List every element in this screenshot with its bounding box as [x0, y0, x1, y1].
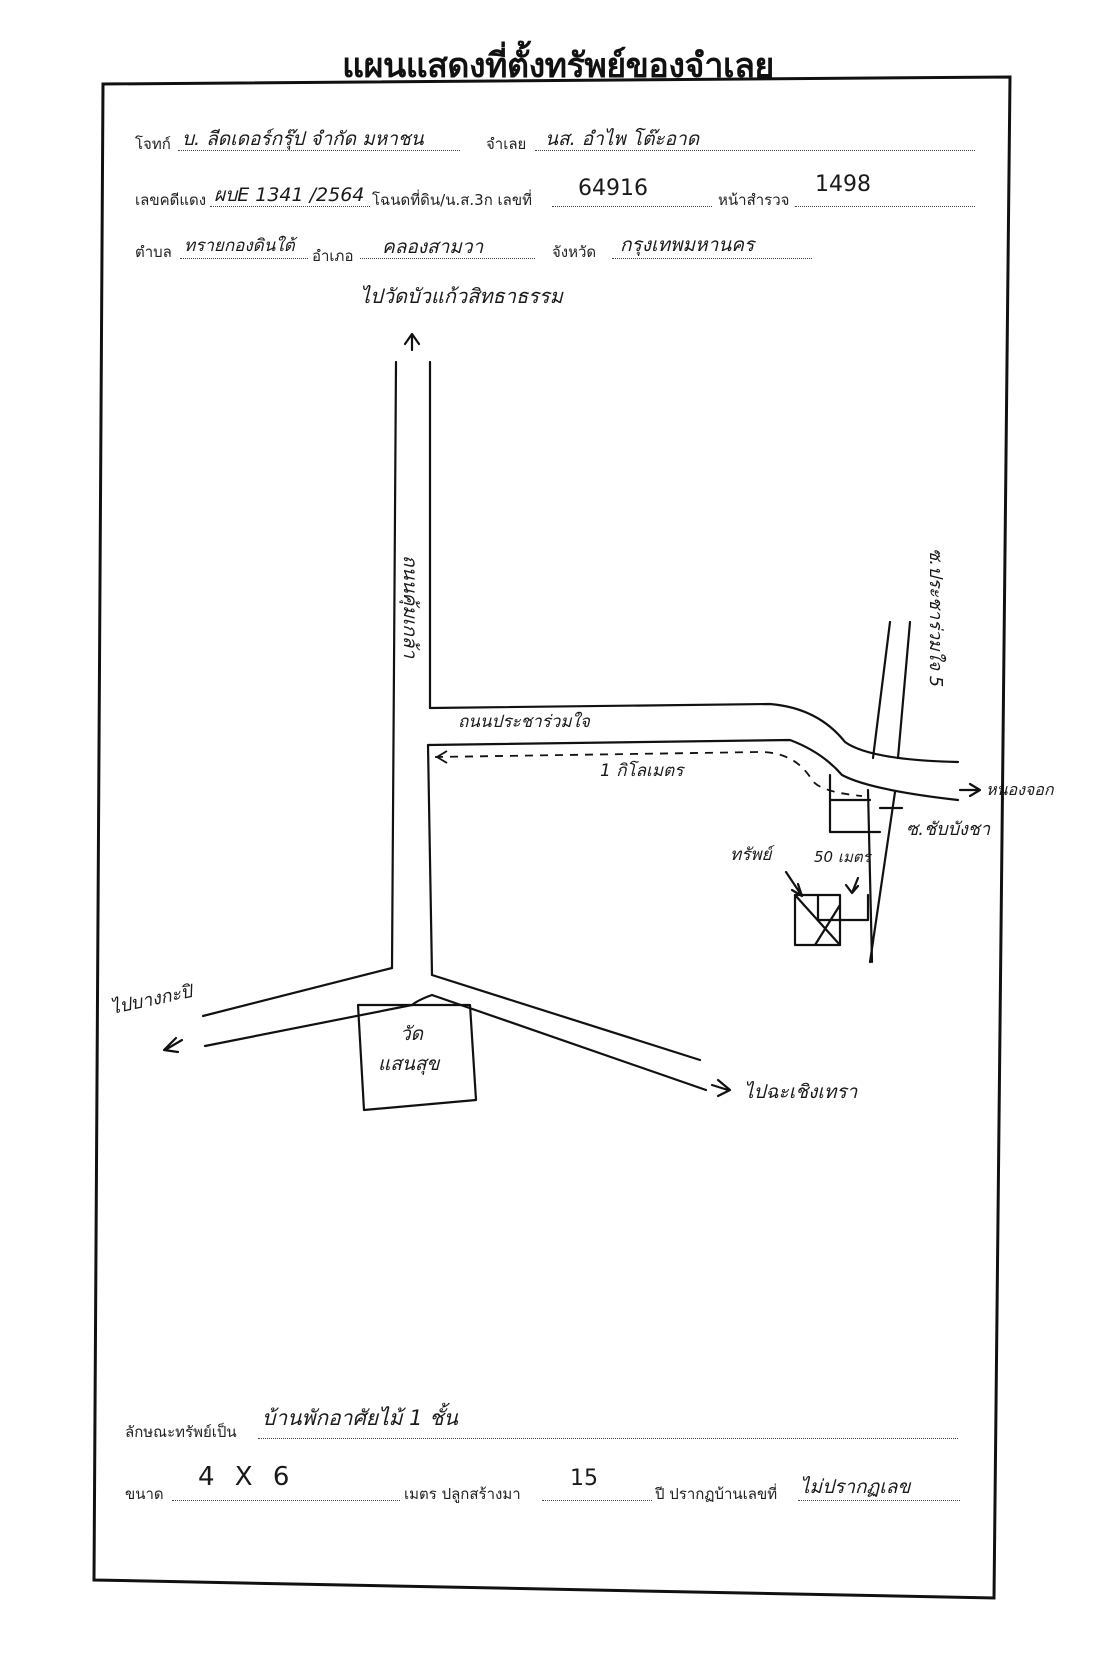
meters-arrow: [844, 876, 860, 895]
north-road-label: ไปวัดบัวแก้วสิทธาธรรม: [360, 284, 565, 308]
vertical-road-label: ถนนคุ้มเกล้า: [399, 555, 421, 659]
soi-right-edge-upper: [896, 620, 912, 760]
size-value: 4 X 6: [198, 1462, 296, 1492]
south-road-label: ไปฉะเชิงเทรา: [744, 1080, 859, 1103]
subdistrict-value: ทรายกองดินใต้: [184, 236, 295, 256]
survey-label: หน้าสำรวจ: [718, 191, 790, 209]
size-dots: [172, 1500, 400, 1501]
main-road-left-edge: [390, 360, 398, 970]
property-label: ทรัพย์: [730, 845, 776, 865]
case-dots: [210, 206, 370, 207]
temple-plot: [356, 1003, 478, 1112]
survey-value: 1498: [815, 172, 871, 197]
house-number-dots: [798, 1500, 960, 1501]
east-arrow: [958, 782, 982, 798]
district-value: คลองสามวา: [382, 236, 484, 258]
east-road-top-edge: [428, 702, 960, 764]
years-dots: [542, 1500, 652, 1501]
south-arrow: [710, 1078, 732, 1098]
house-number-label: ปี ปรากฏบ้านเลขที่: [655, 1485, 778, 1503]
property-type-dots: [258, 1438, 958, 1439]
case-label: เลขคดีแดง: [135, 191, 207, 209]
soi-left-edge-lower: [866, 788, 874, 964]
distance-arrowhead: [435, 750, 448, 764]
soi-left-edge-upper: [871, 620, 892, 760]
soi-label: ซ.ชับบังชา: [906, 819, 991, 840]
subdistrict-label: ตำบล: [135, 243, 172, 261]
east-road-bottom-edge: [426, 738, 960, 802]
defendant-value: นส. อำไพ โต๊ะอาด: [545, 128, 700, 150]
survey-dots: [795, 206, 975, 207]
plaintiff-value: บ. ลีดเดอร์กรุ๊ป จำกัด มหาชน: [182, 128, 424, 150]
house-number-value: ไม่ปรากฏเลข: [800, 1476, 911, 1498]
south-road-bottom-edge: [430, 993, 708, 1092]
case-value: ผบE 1341 /2564: [214, 184, 365, 206]
plaintiff-dots: [178, 150, 460, 151]
frame-border: [92, 75, 1012, 1600]
soi-right-edge-lower: [868, 790, 897, 964]
meters-label: 50 เมตร: [814, 848, 873, 866]
subdistrict-dots: [180, 258, 308, 259]
built-meters-label: เมตร ปลูกสร้างมา: [404, 1485, 521, 1503]
defendant-dots: [535, 150, 975, 151]
temple-label-line1: วัด: [400, 1023, 425, 1045]
east-road-label: ถนนประชาร่วมใจ: [458, 711, 591, 732]
property-plot-outline: [828, 773, 882, 834]
west-arrow: [162, 1036, 184, 1054]
property-building-annex: [816, 893, 870, 922]
district-dots: [360, 258, 535, 259]
property-type-label: ลักษณะทรัพย์เป็น: [125, 1423, 237, 1441]
west-road-label: ไปบางกะปิ: [108, 980, 196, 1019]
deed-value: 64916: [578, 176, 648, 201]
main-road-right-edge-lower: [426, 743, 434, 977]
east-direction-label: หนองจอก: [986, 780, 1055, 799]
temple-label-line2: แสนสุข: [378, 1053, 440, 1075]
distance-label: 1 กิโลเมตร: [600, 760, 685, 781]
deed-label: โฉนดที่ดิน/น.ส.3ก เลขที่: [372, 191, 533, 209]
north-arrow: [403, 332, 421, 352]
west-road-top-edge: [201, 966, 394, 1018]
right-road-label: ซ.ประชาร่วมใจ 5: [925, 548, 947, 687]
plaintiff-label: โจทก์: [135, 135, 171, 153]
years-value: 15: [570, 1466, 598, 1491]
province-value: กรุงเทพมหานคร: [620, 234, 755, 256]
property-type-value: บ้านพักอาศัยไม้ 1 ชั้น: [262, 1406, 458, 1430]
district-label: อำเภอ: [312, 247, 354, 265]
province-dots: [612, 258, 812, 259]
size-label: ขนาด: [125, 1485, 164, 1503]
deed-dots: [552, 206, 712, 207]
province-label: จังหวัด: [552, 243, 597, 261]
distance-dashed-line: [434, 751, 863, 797]
west-road-bottom-edge: [203, 993, 434, 1048]
property-arrow: [784, 870, 804, 898]
south-road-top-edge: [430, 973, 702, 1062]
defendant-label: จำเลย: [486, 135, 527, 153]
